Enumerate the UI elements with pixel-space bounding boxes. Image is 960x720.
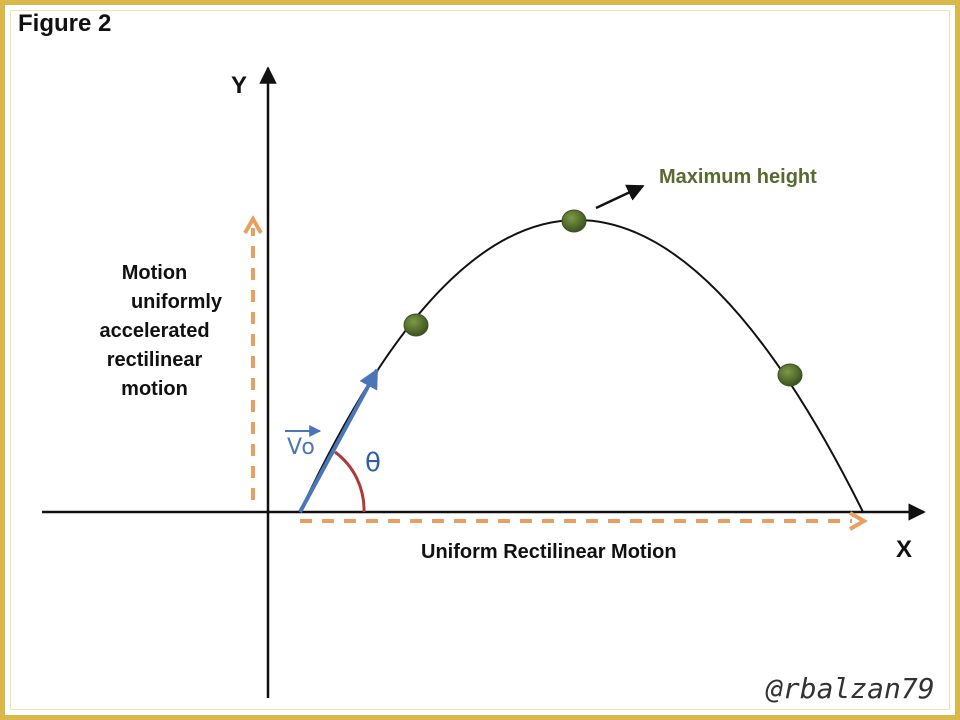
vertical-motion-line-2: uniformly (130, 291, 223, 313)
projectile-ball-max-height (561, 209, 587, 233)
initial-velocity-vector (298, 368, 379, 513)
vertical-motion-line-3: accelerated (99, 320, 210, 342)
vertical-motion-line-1: Motion (121, 262, 188, 284)
horizontal-motion-label: Uniform Rectilinear Motion (421, 541, 677, 563)
trajectory-curve (299, 219, 864, 513)
x-axis-label: X (896, 536, 913, 563)
initial-velocity-label: Vo (287, 435, 316, 460)
projectile-ball-falling (777, 363, 803, 387)
angle-theta-label: θ (365, 448, 381, 478)
vertical-motion-label: Motion uniformly accelerated rectilinear… (62, 259, 247, 404)
figure-title: Figure 2 (18, 10, 112, 37)
vertical-motion-arrowhead (243, 214, 263, 234)
vertical-motion-line-4: rectilinear (106, 349, 203, 371)
projectile-ball-rising (403, 313, 429, 337)
vertical-motion-line-5: motion (121, 378, 188, 400)
max-height-pointer-arrow (595, 184, 645, 210)
angle-arc (334, 450, 366, 513)
max-height-label: Maximum height (659, 166, 817, 188)
watermark-handle: @rbalzan79 (766, 672, 935, 705)
horizontal-motion-arrowhead (849, 511, 869, 531)
y-axis-label: Y (231, 72, 248, 99)
